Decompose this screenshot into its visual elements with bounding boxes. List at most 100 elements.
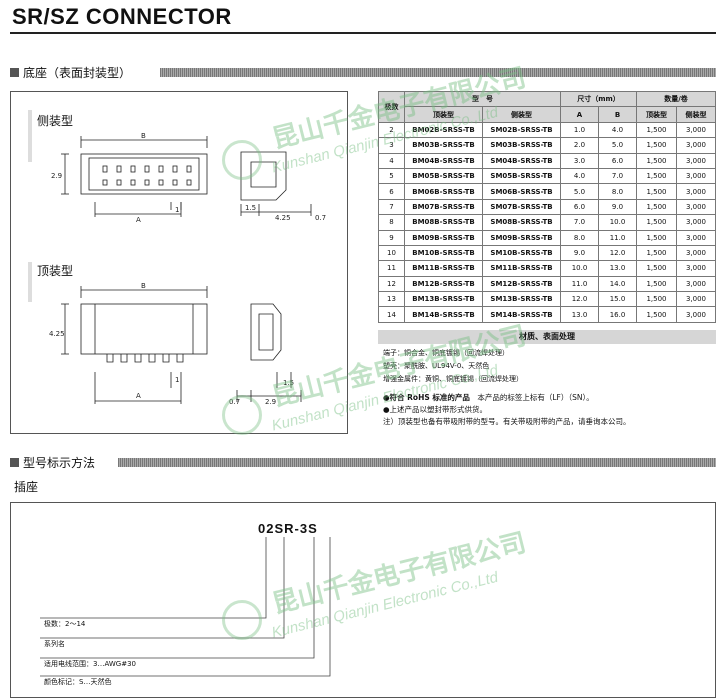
cell-qty-side: 3,000 bbox=[676, 260, 716, 277]
cell-b: 5.0 bbox=[598, 137, 637, 154]
cell-a: 12.0 bbox=[560, 291, 599, 308]
page-title: SR/SZ CONNECTOR bbox=[12, 4, 232, 29]
spec-table: 极数 型 号 尺寸（mm） 数量/卷 顶装型 侧装型 A B 顶装型 侧装型 2… bbox=[378, 90, 716, 323]
dim-29-top: 2.9 bbox=[265, 398, 277, 406]
cell-qty-side: 3,000 bbox=[676, 229, 716, 246]
cell-side-model: SM11B-SRSS-TB bbox=[482, 260, 561, 277]
cell-top-model: BM10B-SRSS-TB bbox=[404, 244, 483, 262]
cell-top-model: BM04B-SRSS-TB bbox=[404, 152, 483, 169]
cell-poles: 10 bbox=[378, 244, 405, 262]
cell-top-model: BM05B-SRSS-TB bbox=[404, 167, 483, 185]
cell-b: 10.0 bbox=[598, 214, 637, 231]
cell-a: 8.0 bbox=[560, 229, 599, 246]
cell-qty-top: 1,500 bbox=[636, 291, 677, 308]
cell-poles: 9 bbox=[378, 229, 405, 246]
cell-poles: 12 bbox=[378, 275, 405, 293]
cell-a: 6.0 bbox=[560, 198, 599, 216]
col-qty: 数量/卷 bbox=[636, 90, 716, 108]
cell-qty-top: 1,500 bbox=[636, 306, 677, 323]
dim-a-top: A bbox=[136, 392, 141, 400]
cell-top-model: BM12B-SRSS-TB bbox=[404, 275, 483, 293]
cell-a: 10.0 bbox=[560, 260, 599, 277]
dim-15-top: 1.5 bbox=[283, 379, 295, 387]
cell-qty-side: 3,000 bbox=[676, 291, 716, 308]
cell-b: 12.0 bbox=[598, 244, 637, 262]
cell-qty-side: 3,000 bbox=[676, 244, 716, 262]
cell-a: 5.0 bbox=[560, 183, 599, 200]
side-mount-label: 侧装型 bbox=[37, 114, 74, 128]
cell-poles: 14 bbox=[378, 306, 405, 323]
material-line: 端子：铜合金、铜底镀锡（回流焊处理） bbox=[383, 349, 509, 357]
cell-b: 8.0 bbox=[598, 183, 637, 200]
label-bar bbox=[28, 110, 32, 162]
col-b: B bbox=[598, 106, 637, 123]
cell-poles: 2 bbox=[378, 121, 405, 139]
legend-color: 颜色标记：S…天然色 bbox=[44, 678, 112, 686]
section-title: 型号标示方法 bbox=[23, 455, 96, 470]
dim-1-side: 1 bbox=[175, 206, 180, 214]
top-pins bbox=[106, 354, 184, 363]
cell-top-model: BM03B-SRSS-TB bbox=[404, 137, 483, 154]
note-rohs-bold: ●符合 RoHS 标准的产品 bbox=[383, 393, 470, 402]
cell-poles: 11 bbox=[378, 260, 405, 277]
dim-a-side: A bbox=[136, 216, 141, 224]
cell-a: 2.0 bbox=[560, 137, 599, 154]
note-vacuum: 注）顶装型也备有带吸附带的型号。有关带吸附带的产品，请垂询本公司。 bbox=[383, 417, 631, 426]
cell-b: 4.0 bbox=[598, 121, 637, 139]
cell-qty-side: 3,000 bbox=[676, 167, 716, 185]
cell-b: 9.0 bbox=[598, 198, 637, 216]
cell-side-model: SM06B-SRSS-TB bbox=[482, 183, 561, 200]
material-line: 增强金属件：黄铜、铜底镀锡（回流焊处理） bbox=[383, 375, 523, 383]
top-mount-label: 顶装型 bbox=[37, 264, 74, 278]
legend-poles: 极数：2～14 bbox=[44, 620, 86, 628]
cell-top-model: BM08B-SRSS-TB bbox=[404, 214, 483, 231]
note-rohs: ●符合 RoHS 标准的产品 本产品的标签上标有（LF）（SN）。 bbox=[383, 392, 594, 403]
materials-heading: 材质、表面处理 bbox=[378, 330, 716, 344]
note-tape: ●上述产品以塑封带形式供货。 bbox=[383, 405, 488, 414]
note-rohs-rest: 本产品的标签上标有（LF）（SN）。 bbox=[469, 393, 594, 402]
cell-side-model: SM13B-SRSS-TB bbox=[482, 291, 561, 308]
cell-qty-top: 1,500 bbox=[636, 244, 677, 262]
cell-poles: 7 bbox=[378, 198, 405, 216]
cell-poles: 6 bbox=[378, 183, 405, 200]
dim-425-side: 4.25 bbox=[275, 214, 291, 222]
cell-qty-side: 3,000 bbox=[676, 183, 716, 200]
col-size: 尺寸（mm） bbox=[560, 90, 637, 108]
dim-29-side: 2.9 bbox=[51, 172, 63, 180]
section-bar bbox=[160, 67, 716, 77]
connector-drawing bbox=[61, 136, 312, 404]
cell-qty-top: 1,500 bbox=[636, 275, 677, 293]
cell-a: 11.0 bbox=[560, 275, 599, 293]
cell-poles: 13 bbox=[378, 291, 405, 308]
col-qty-side: 侧装型 bbox=[676, 106, 716, 123]
cell-qty-top: 1,500 bbox=[636, 152, 677, 169]
cell-side-model: SM09B-SRSS-TB bbox=[482, 229, 561, 246]
dim-b-top: B bbox=[141, 282, 146, 290]
cell-qty-top: 1,500 bbox=[636, 260, 677, 277]
cell-qty-side: 3,000 bbox=[676, 214, 716, 231]
cell-qty-top: 1,500 bbox=[636, 229, 677, 246]
cell-qty-side: 3,000 bbox=[676, 275, 716, 293]
dim-425-top: 4.25 bbox=[49, 330, 65, 338]
cell-a: 9.0 bbox=[560, 244, 599, 262]
dim-b-side: B bbox=[141, 132, 146, 140]
cell-qty-side: 3,000 bbox=[676, 137, 716, 154]
section-square bbox=[10, 457, 19, 467]
cell-b: 13.0 bbox=[598, 260, 637, 277]
section-square bbox=[10, 67, 19, 77]
dim-07-side: 0.7 bbox=[315, 214, 327, 222]
part-code: 02SR-3S bbox=[258, 521, 318, 536]
cell-side-model: SM04B-SRSS-TB bbox=[482, 152, 561, 169]
cell-top-model: BM06B-SRSS-TB bbox=[404, 183, 483, 200]
cell-top-model: BM07B-SRSS-TB bbox=[404, 198, 483, 216]
dim-15-side: 1.5 bbox=[245, 204, 257, 212]
